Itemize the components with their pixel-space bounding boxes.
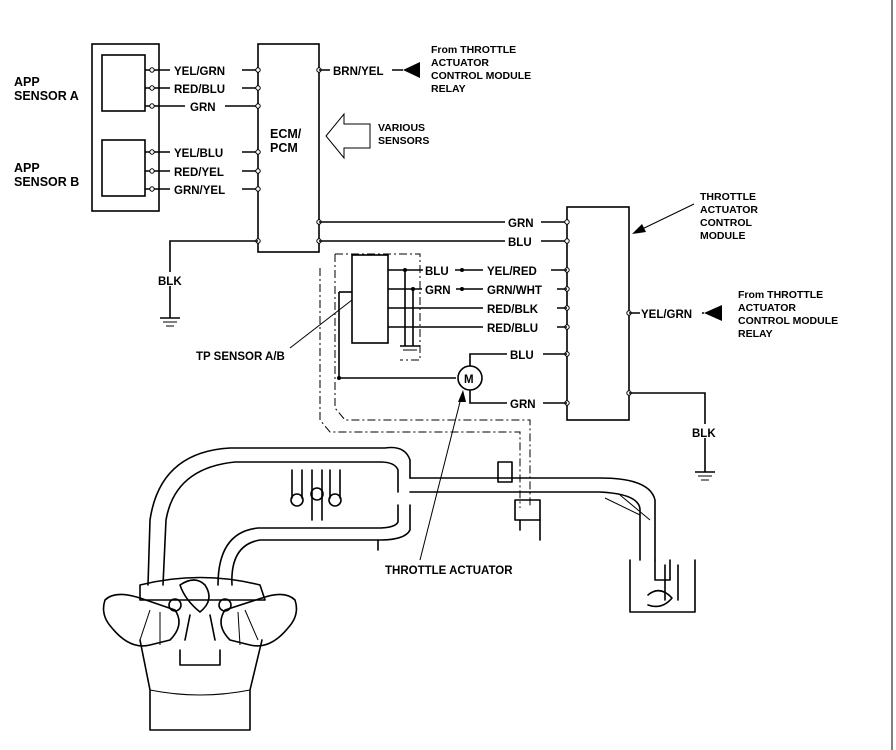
- wire-yel-grn-tacm: YEL/GRN: [641, 309, 692, 321]
- ecm-label-1: ECM/: [270, 127, 302, 141]
- tacm-pins: [564, 219, 632, 406]
- tacm-label-4: MODULE: [700, 230, 746, 242]
- various-sensors-label-1: VARIOUS: [378, 122, 425, 134]
- tacm-ground-icon: [695, 471, 715, 481]
- ecm-relay-source-1: From THROTTLE: [431, 44, 516, 56]
- tacm-input-grn: GRN: [508, 218, 534, 230]
- ecm-ground-icon: [160, 317, 180, 327]
- tp-local-grn: GRN: [425, 285, 451, 297]
- various-sensors-arrow: [325, 112, 371, 160]
- tacm-relay-arrow: [704, 305, 722, 321]
- ecm-ground-label: BLK: [158, 276, 182, 288]
- tacm-label-1: THROTTLE: [700, 191, 756, 203]
- app-sensor-b-label-2: SENSOR B: [14, 175, 79, 189]
- tacm-label-3: CONTROL: [700, 217, 752, 229]
- wire-red-blu-app: RED/BLU: [174, 84, 225, 96]
- wire-yel-grn-app: YEL/GRN: [174, 66, 225, 78]
- tacm-box: [566, 206, 630, 421]
- wire-yel-blu-app: YEL/BLU: [174, 148, 223, 160]
- app-sensor-a-label-2: SENSOR A: [14, 89, 79, 103]
- throttle-body-outline-2: [334, 254, 531, 508]
- ecm-relay-source-4: RELAY: [431, 83, 466, 95]
- motor-blu-label: BLU: [510, 350, 534, 362]
- tacm-ground-wire: [629, 392, 706, 472]
- wire-red-yel-app: RED/YEL: [174, 167, 224, 179]
- motor-symbol: M: [464, 374, 474, 386]
- tp-sensor-box: [351, 254, 389, 344]
- app-sensor-a-label-1: APP: [14, 75, 40, 89]
- tacm-relay-source-3: CONTROL MODULE: [738, 315, 838, 327]
- wire-brn-yel: BRN/YEL: [333, 66, 383, 78]
- ecm-pcm-box: [257, 43, 320, 253]
- tacm-relay-source-4: RELAY: [738, 328, 773, 340]
- tacm-relay-source-1: From THROTTLE: [738, 289, 823, 301]
- wire-grn-yel-app: GRN/YEL: [174, 185, 225, 197]
- app-sensor-a-box: [101, 54, 146, 112]
- motor-grn-label: GRN: [510, 399, 536, 411]
- app-sensor-b-box: [101, 139, 146, 197]
- throttle-actuator-label: THROTTLE ACTUATOR: [385, 565, 513, 577]
- tp-local-blu: BLU: [425, 266, 449, 278]
- ecm-label-2: PCM: [270, 141, 298, 155]
- motor-icon: [457, 365, 483, 391]
- various-sensors-label-2: SENSORS: [378, 135, 429, 147]
- engine-illustration: [102, 446, 696, 731]
- ecm-relay-source-2: ACTUATOR: [431, 57, 489, 69]
- ecm-relay-arrow: [403, 62, 420, 78]
- wire-yel-red: YEL/RED: [487, 266, 537, 278]
- throttle-actuator-leader: [419, 393, 463, 561]
- wire-grn-app: GRN: [190, 102, 216, 114]
- tacm-relay-source-2: ACTUATOR: [738, 302, 796, 314]
- wire-red-blk: RED/BLK: [487, 304, 539, 316]
- app-sensor-b-label-1: APP: [14, 161, 40, 175]
- throttle-body-outline-1: [319, 268, 521, 508]
- tacm-ground-label: BLK: [692, 428, 716, 440]
- tacm-label-2: ACTUATOR: [700, 204, 758, 216]
- ecm-ground-wire: [169, 240, 258, 318]
- tacm-leader: [635, 203, 695, 233]
- tp-sensor-leader: [289, 299, 353, 349]
- wire-red-blu: RED/BLU: [487, 323, 538, 335]
- app-sensor-assembly: [91, 43, 160, 212]
- tp-sensor-label: TP SENSOR A/B: [196, 351, 285, 363]
- ecm-relay-source-3: CONTROL MODULE: [431, 70, 531, 82]
- wire-grn-wht: GRN/WHT: [487, 285, 542, 297]
- tacm-input-blu: BLU: [508, 237, 532, 249]
